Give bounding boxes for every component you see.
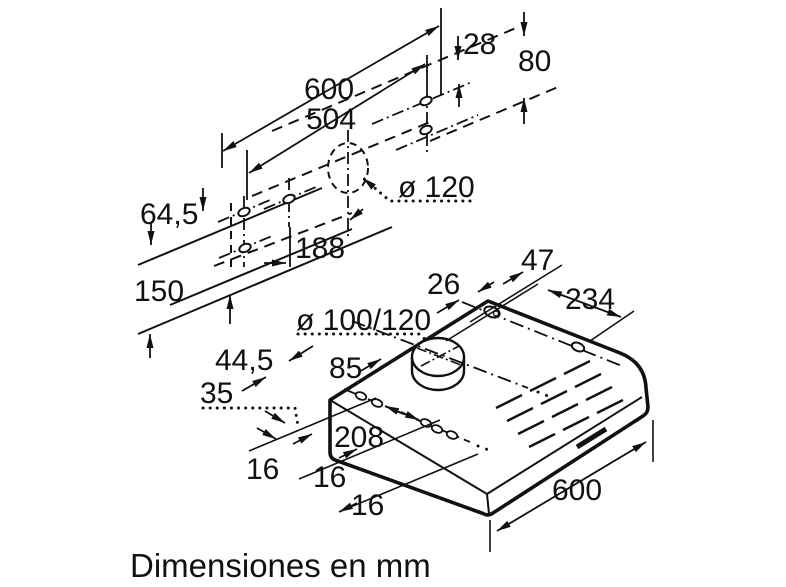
- hood-dotted-leaders: [201, 332, 429, 428]
- caption-dimensions-in-mm: Dimensiones en mm: [130, 547, 431, 584]
- dim-label-depth-234: 234: [565, 283, 615, 316]
- dim-label-offset-35: 35: [200, 377, 233, 410]
- hood-dimension-lines: [241, 271, 647, 532]
- template-extension-lines: [221, 8, 442, 267]
- hood-isometric-view: 47 26 234 ø 100/120 44,5 85 35 208 16 16…: [200, 244, 654, 552]
- dim-label-offset-16-c: 16: [351, 489, 384, 522]
- dim-label-offset-188: 188: [295, 232, 345, 265]
- dim-label-top-width-600: 600: [304, 73, 354, 106]
- dim-label-offset-64-5: 64,5: [140, 198, 198, 231]
- dim-label-offset-80: 80: [518, 45, 551, 78]
- dim-label-height-150: 150: [134, 275, 184, 308]
- dim-label-offset-26: 26: [427, 268, 460, 301]
- dim-label-offset-16-a: 16: [246, 453, 279, 486]
- visor-centerline-dots: [476, 444, 496, 454]
- mounting-template-view: 600 504 28 80 ø 120 64,5 150 188: [134, 8, 559, 358]
- dim-label-offset-28: 28: [463, 28, 496, 61]
- hood-extension-lines: [248, 264, 654, 552]
- dim-label-duct-diameter-120: ø 120: [398, 171, 475, 204]
- dim-label-offset-85: 85: [329, 352, 362, 385]
- template-dimension-lines: [146, 12, 528, 358]
- hood-outline: [328, 299, 650, 517]
- filter-grille: [495, 359, 624, 449]
- duct-collar: [410, 336, 466, 392]
- dim-label-bottom-width-600: 600: [552, 474, 602, 507]
- dim-label-offset-47: 47: [521, 244, 554, 277]
- centerline-dots: [536, 390, 555, 400]
- dim-label-offset-44-5: 44,5: [215, 344, 273, 377]
- dim-label-offset-16-b: 16: [313, 461, 346, 494]
- dim-label-hole-spacing-504: 504: [306, 103, 356, 136]
- dim-label-spacing-208: 208: [334, 421, 384, 454]
- dim-label-duct-100-120: ø 100/120: [296, 304, 431, 337]
